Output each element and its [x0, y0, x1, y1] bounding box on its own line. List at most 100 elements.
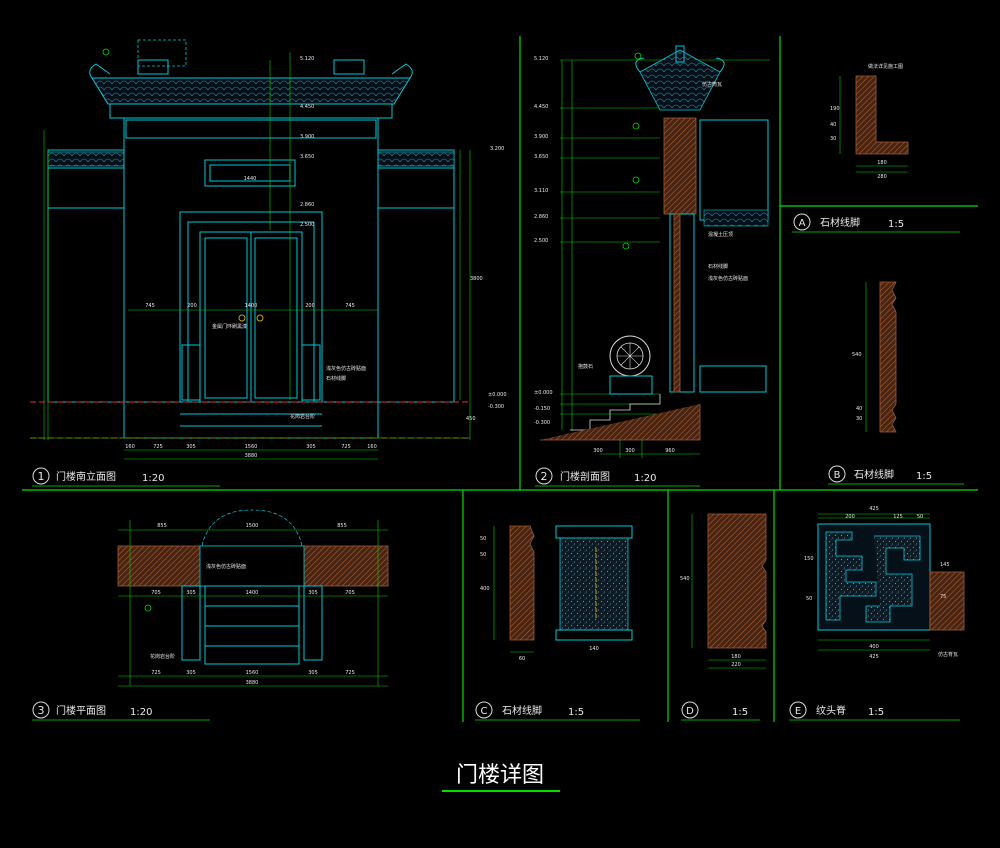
sec-bottom-dim: 300	[625, 448, 635, 454]
panel-number-circle	[475, 701, 493, 719]
elev-side-3800: 3800	[470, 276, 483, 282]
det-a-note: 做法详见施工图	[868, 63, 903, 70]
det-a-dim: 40	[830, 122, 836, 128]
panel-title: 石材线脚	[820, 216, 860, 229]
det-a-dim: 180	[877, 160, 887, 166]
panel-number-circle	[828, 465, 846, 483]
det-e-dim: 75	[940, 594, 946, 600]
det-b-dim: 40	[856, 406, 862, 412]
plan-top-dim: 855	[337, 523, 347, 529]
elev-upper-dim: 745	[345, 303, 355, 309]
sec-note-stone: 石材线脚	[708, 263, 728, 270]
elevation-top-dims: 5.120 4.450 3.900 3.650 2.860 2.500 ±0.0…	[244, 56, 507, 422]
panel-scale: 1:5	[888, 219, 904, 230]
elev-bottom-dim: 160	[125, 444, 135, 450]
sec-bottom-dim: 300	[593, 448, 603, 454]
elev-side-450: 450	[466, 416, 476, 422]
plan-bottom-dim: 305	[186, 670, 196, 676]
elevation-upper-dims: 745 200 1400 200 745	[145, 303, 355, 309]
panel-title: 石材线脚	[854, 468, 894, 481]
sec-level-minus-300: -0.300	[534, 420, 550, 426]
elev-level-minus: -0.300	[488, 404, 504, 410]
panel-number: A	[799, 218, 806, 229]
elev-upper-dim: 1400	[245, 303, 258, 309]
sec-note-coping: 混凝土压顶	[708, 231, 733, 238]
panel-number-circle	[32, 701, 50, 719]
panel-number: 2	[541, 470, 548, 483]
detail-b-drawing: 540 40 30	[852, 281, 897, 433]
panel-title: 门楼平面图	[56, 704, 106, 717]
plan-mid-dim: 305	[186, 590, 196, 596]
det-d-dim: 540	[680, 576, 690, 582]
panel-1-label: 1 门楼南立面图 1:20	[32, 467, 220, 487]
panel-scale: 1:5	[916, 471, 932, 482]
sec-level-zero: ±0.000	[534, 390, 553, 396]
plan-note-brick: 浅灰色仿古砖贴面	[206, 563, 246, 570]
det-c-dim: 50	[480, 552, 486, 558]
sec-level-minus-150: -0.150	[534, 406, 550, 412]
det-c-dim: 140	[589, 646, 599, 652]
panel-grid-lines	[22, 36, 978, 722]
sec-level-4450: 4.450	[534, 104, 548, 110]
panel-title: 门楼南立面图	[56, 470, 116, 483]
elev-upper-dim: 200	[187, 303, 197, 309]
elevation-bottom-dims: 160 725 305 1560 305 725 160 3880	[125, 444, 377, 459]
elev-bottom-dim: 1560	[245, 444, 258, 450]
detail-a-drawing: 190 40 30 180 280 做法详见施工图	[830, 63, 909, 180]
sec-bottom-dim: 960	[665, 448, 675, 454]
plan-drawing	[117, 509, 389, 687]
elev-total-dim: 3880	[245, 453, 258, 459]
elevation-notes: 金属门环刷黑漆 浅灰色仿古砖贴面 花岗岩台阶 石材线脚	[212, 323, 366, 420]
sec-level-2500: 2.500	[534, 238, 548, 244]
detail-d-drawing: 540 180 220	[680, 513, 767, 669]
panel-number: C	[481, 706, 488, 717]
det-e-dim: 200	[845, 514, 855, 520]
det-b-dim: 30	[856, 416, 862, 422]
det-e-dim: 125	[893, 514, 903, 520]
panel-3-label: 3 门楼平面图 1:20	[32, 701, 210, 721]
panel-number: 3	[38, 704, 45, 717]
panel-title: 纹头脊	[816, 704, 846, 717]
elevation-drawing	[30, 39, 471, 460]
plan-bottom-dim: 305	[308, 670, 318, 676]
roof-tiles	[116, 86, 386, 96]
panel-number-circle	[32, 467, 50, 485]
elev-level-2500: 2.500	[300, 222, 314, 228]
sec-level-3110: 3.110	[534, 188, 548, 194]
elev-level-3650: 3.650	[300, 154, 314, 160]
elev-upper-dim: 200	[305, 303, 315, 309]
det-e-dim: 425	[869, 506, 879, 512]
panel-number-circle	[793, 213, 811, 231]
elev-bottom-dim: 305	[186, 444, 196, 450]
panel-number: 1	[38, 470, 45, 483]
plan-mid-dim: 705	[345, 590, 355, 596]
panel-number-circle	[789, 701, 807, 719]
elev-bottom-dim: 725	[153, 444, 163, 450]
panel-d-label: D 1:5	[681, 701, 760, 721]
det-e-dim: 50	[917, 514, 923, 520]
sec-level-5120: 5.120	[534, 56, 548, 62]
elev-plaque-1440: 1440	[244, 176, 257, 182]
sec-note-drum-stone: 抱鼓石	[578, 363, 593, 370]
plan-mid-dims: 705 305 1400 305 705	[151, 590, 355, 596]
plan-note-steps: 花岗岩台阶	[150, 653, 175, 660]
plan-mid-dim: 305	[308, 590, 318, 596]
panel-title: 门楼剖面图	[560, 470, 610, 483]
det-b-dim: 540	[852, 352, 862, 358]
det-e-dim: 425	[869, 654, 879, 660]
panel-number-circle	[681, 701, 699, 719]
panel-number-circle	[535, 467, 553, 485]
section-drawing	[540, 45, 770, 458]
plan-bottom-dim: 725	[345, 670, 355, 676]
plan-bottom-dims: 725 305 1560 305 725 3880	[151, 670, 355, 686]
elev-side-3200: 3.200	[490, 146, 504, 152]
det-c-dim: 50	[480, 536, 486, 542]
elev-level-3900: 3.900	[300, 134, 314, 140]
elev-level-2860: 2.860	[300, 202, 314, 208]
panel-scale: 1:20	[130, 707, 152, 718]
det-e-dim: 400	[869, 644, 879, 650]
det-e-dim: 150	[804, 556, 814, 562]
plan-notes: 浅灰色仿古砖贴面 花岗岩台阶	[150, 563, 246, 660]
det-d-dim: 220	[731, 662, 741, 668]
